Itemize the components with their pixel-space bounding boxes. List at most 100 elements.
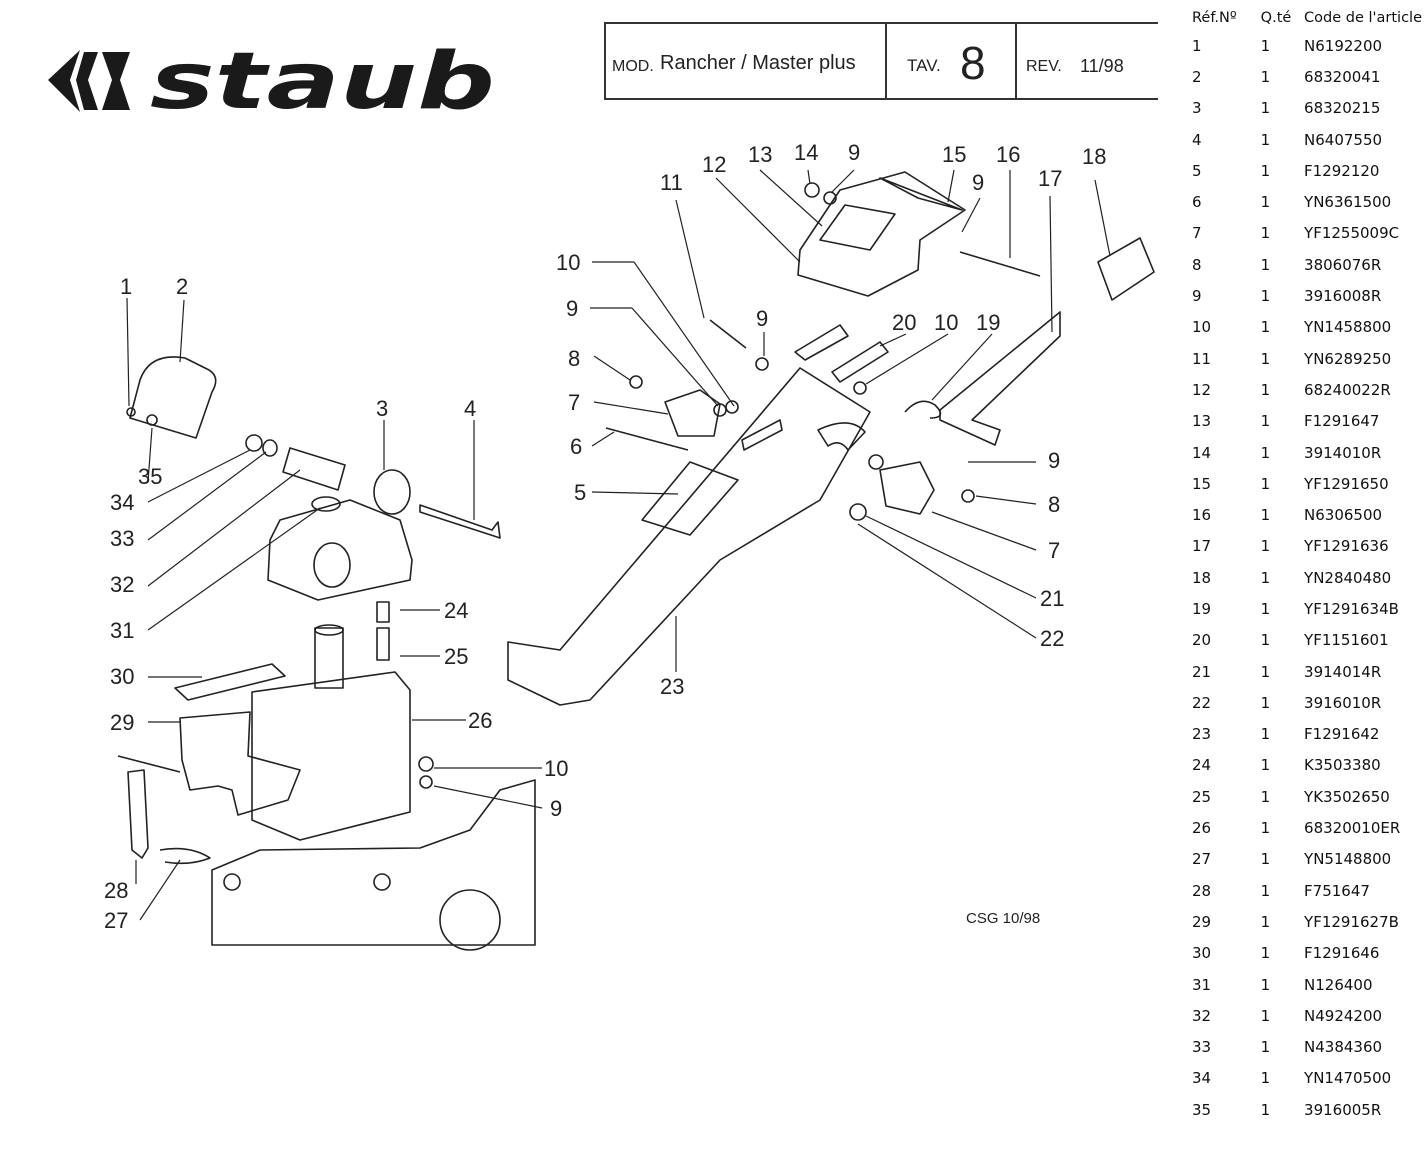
qty-cell: 1 — [1260, 725, 1271, 744]
part-5-plate — [641, 461, 739, 536]
ref-cell: 19 — [1192, 599, 1212, 618]
title-block-frame — [604, 22, 1158, 100]
qty-cell: 1 — [1260, 224, 1271, 243]
ref-cell: 18 — [1192, 568, 1212, 587]
callout-1: 1 — [120, 274, 132, 299]
ref-cell: 25 — [1192, 787, 1212, 806]
part-29-bracket — [179, 711, 301, 816]
part-15-plate — [879, 177, 963, 211]
qty-cell: 1 — [1260, 412, 1271, 431]
code-cell: YN5148800 — [1304, 850, 1392, 869]
drawing-code: CSG 10/98 — [966, 910, 1041, 927]
header-ref: Réf.Nº — [1192, 10, 1237, 26]
exploded-parts-diagram: 1 2 3 4 5 6 7 8 9 10 11 12 13 14 9 15 9 … — [104, 140, 1155, 951]
code-cell: 3916008R — [1304, 287, 1382, 306]
staub-logo: staub — [48, 40, 495, 120]
qty-cell: 1 — [1260, 537, 1271, 556]
part-18-grip — [1097, 237, 1155, 301]
callout-7-right: 7 — [1048, 538, 1060, 563]
ref-cell: 1 — [1192, 36, 1202, 55]
ref-cell: 22 — [1192, 693, 1212, 712]
ref-cell: 3 — [1192, 99, 1202, 118]
callout-16: 16 — [996, 142, 1020, 167]
part-3-bore-front — [313, 542, 351, 588]
callout-22: 22 — [1040, 626, 1064, 651]
code-cell: YN6361500 — [1304, 193, 1392, 212]
code-cell: 68320010ER — [1304, 819, 1401, 838]
part-10-nut-right — [853, 381, 867, 395]
ref-cell: 28 — [1192, 881, 1212, 900]
parts-table-header: Réf.Nº Q.té Code de l'article — [1186, 6, 1422, 30]
ref-cell: 29 — [1192, 912, 1212, 931]
code-cell: F1292120 — [1304, 161, 1380, 180]
ref-cell: 23 — [1192, 725, 1212, 744]
ref-cell: 10 — [1192, 318, 1212, 337]
callout-34: 34 — [110, 490, 134, 515]
ref-cell: 33 — [1192, 1038, 1212, 1057]
part-20-clamp-b — [831, 341, 889, 383]
code-cell: YF1291650 — [1304, 474, 1389, 493]
callout-17: 17 — [1038, 166, 1062, 191]
code-cell: YN1470500 — [1304, 1069, 1392, 1088]
code-cell: 68320215 — [1304, 99, 1381, 118]
part-32-bushing — [282, 447, 346, 491]
callout-27: 27 — [104, 908, 128, 933]
part-9-washer-top — [823, 191, 837, 205]
model-name: Rancher / Master plus — [660, 52, 856, 74]
ref-cell: 27 — [1192, 850, 1212, 869]
part-10-nut-low — [418, 756, 434, 772]
qty-cell: 1 — [1260, 130, 1271, 149]
callout-9-mid: 9 — [756, 306, 768, 331]
part-16-bolt — [959, 251, 1041, 277]
part-34-nut — [245, 434, 263, 452]
code-cell: 3916010R — [1304, 693, 1382, 712]
qty-cell: 1 — [1260, 975, 1271, 994]
callout-24: 24 — [444, 598, 468, 623]
callout-30: 30 — [110, 664, 134, 689]
qty-cell: 1 — [1260, 1069, 1271, 1088]
callout-labels: 1 2 3 4 5 6 7 8 9 10 11 12 13 14 9 15 9 … — [104, 140, 1106, 933]
part-28-pin — [127, 769, 149, 859]
part-4-bolt — [419, 504, 501, 539]
part-8-screw-right — [961, 489, 975, 503]
callout-32: 32 — [110, 572, 134, 597]
code-cell: YN6289250 — [1304, 349, 1392, 368]
ref-cell: 35 — [1192, 1100, 1212, 1119]
part-19-spring — [904, 400, 942, 419]
part-25-pin — [376, 627, 390, 661]
qty-cell: 1 — [1260, 599, 1271, 618]
callout-33: 33 — [110, 526, 134, 551]
callout-9-top-right: 9 — [972, 170, 984, 195]
qty-cell: 1 — [1260, 944, 1271, 963]
ref-cell: 11 — [1192, 349, 1212, 368]
part-17-handle — [939, 311, 1061, 446]
callout-8-left: 8 — [568, 346, 580, 371]
callout-23: 23 — [660, 674, 684, 699]
part-20-clamp-a — [794, 324, 849, 361]
header-code: Code de l'article — [1304, 10, 1422, 26]
part-11-bolt — [709, 319, 747, 349]
ref-cell: 21 — [1192, 662, 1212, 681]
qty-cell: 1 — [1260, 36, 1271, 55]
part-26-column — [251, 671, 411, 841]
qty-cell: 1 — [1260, 693, 1271, 712]
tav-number: 8 — [960, 37, 986, 89]
qty-cell: 1 — [1260, 662, 1271, 681]
code-cell: N126400 — [1304, 975, 1373, 994]
